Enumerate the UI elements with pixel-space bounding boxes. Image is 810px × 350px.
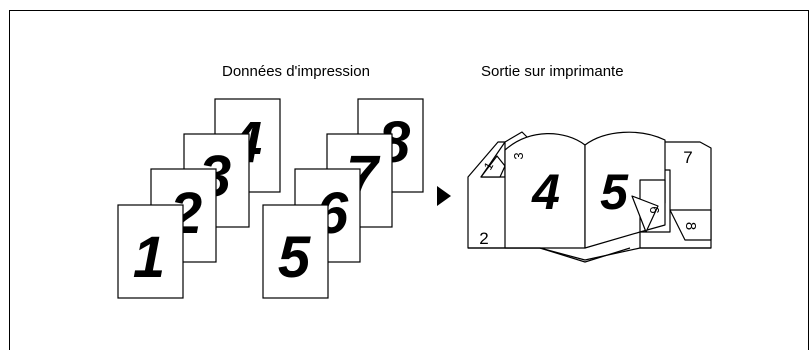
output-booklet [467,131,712,263]
output-corner-7: 7 [683,148,692,167]
caption-printer-output: Sortie sur imprimante [481,63,624,80]
diagram-svg: 4 3 2 1 8 7 6 5 [117,98,712,299]
output-right-center: 5 [600,164,629,220]
page-1-number: 1 [133,225,165,290]
diagram-frame [9,10,809,350]
output-corner-8: 8 [682,222,699,230]
caption-print-data: Données d'impression [222,63,370,80]
page-1: 1 [117,204,184,299]
triangle-right-icon [437,186,451,206]
output-corner-6: 6 [647,206,662,213]
output-left-center: 4 [531,164,560,220]
page-5: 5 [262,204,329,299]
output-corner-2: 2 [479,229,488,248]
output-corner-3: 3 [511,152,526,159]
page-5-number: 5 [278,225,311,290]
